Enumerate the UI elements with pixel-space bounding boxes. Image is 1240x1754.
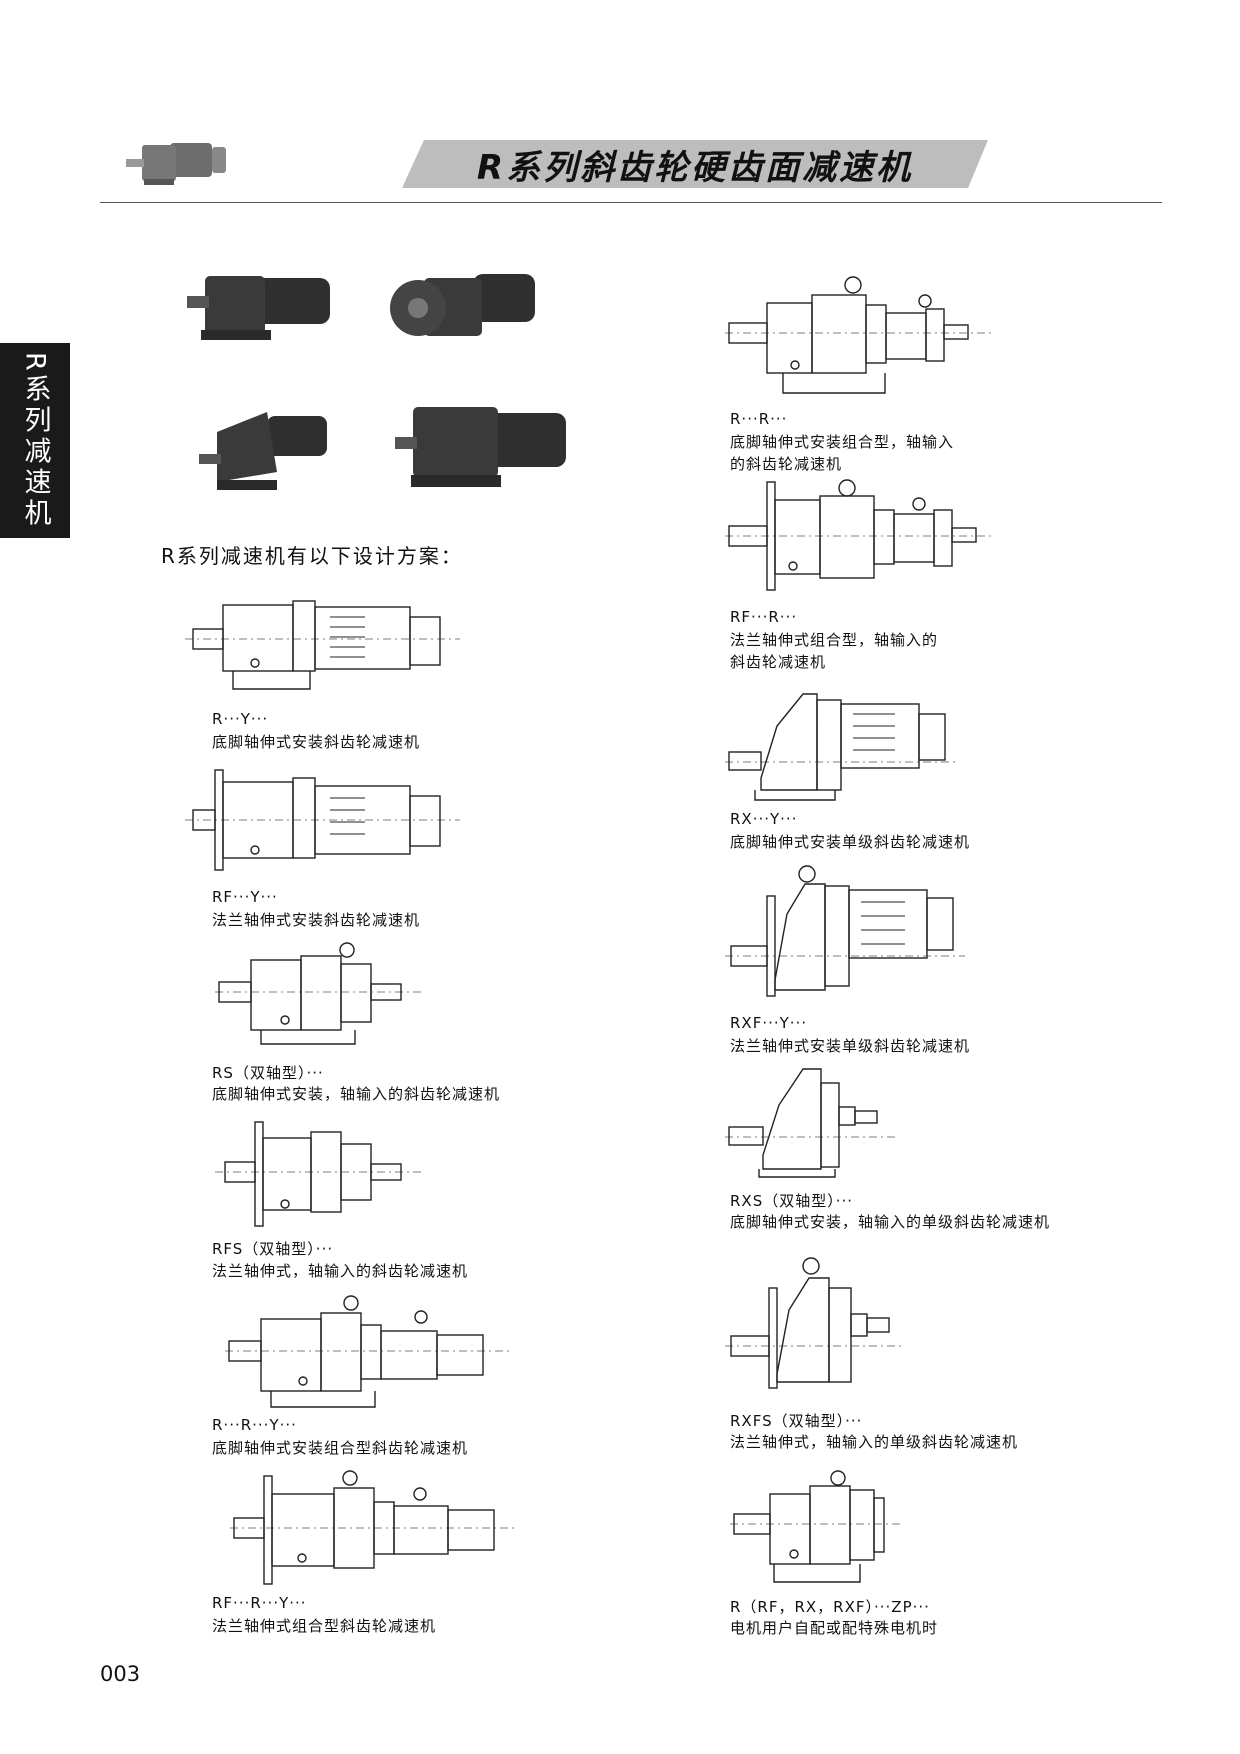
item-code: RXS（双轴型）···	[730, 1192, 854, 1210]
drawing-rfs	[215, 1121, 425, 1227]
item-desc: 斜齿轮减速机	[730, 653, 827, 671]
side-section-tab: R系列减速机	[0, 343, 70, 538]
gear-reducer-icon	[126, 143, 226, 185]
header-divider	[100, 202, 1162, 203]
item-desc: 底脚轴伸式安装单级斜齿轮减速机	[730, 833, 971, 851]
drawing-rxs	[725, 1068, 895, 1178]
item-code: RF···R···	[730, 608, 798, 626]
item-desc: 底脚轴伸式安装，轴输入的斜齿轮减速机	[212, 1085, 501, 1103]
drawing-rf-r	[725, 479, 995, 591]
drawing-r-r	[725, 276, 995, 394]
drawing-rf-y	[185, 769, 460, 871]
item-desc: 法兰轴伸式安装单级斜齿轮减速机	[730, 1037, 971, 1055]
drawing-r-r-y	[225, 1295, 510, 1408]
item-code: R···R···	[730, 410, 788, 428]
item-desc: 法兰轴伸式安装斜齿轮减速机	[212, 911, 421, 929]
drawing-rs	[215, 942, 425, 1045]
item-code: RFS（双轴型）···	[212, 1240, 334, 1258]
item-code: RF···Y···	[212, 888, 278, 906]
drawing-r-y	[185, 600, 460, 690]
product-photo-1	[187, 276, 330, 340]
product-photo-3	[199, 412, 327, 490]
item-code: RXF···Y···	[730, 1014, 808, 1032]
item-desc: 的斜齿轮减速机	[730, 455, 843, 473]
item-desc: 法兰轴伸式，轴输入的斜齿轮减速机	[212, 1262, 469, 1280]
item-desc: 底脚轴伸式安装组合型斜齿轮减速机	[212, 1439, 469, 1457]
item-code: R（RF，RX，RXF）···ZP···	[730, 1598, 930, 1616]
drawing-rx-y	[725, 693, 955, 801]
item-desc: 法兰轴伸式，轴输入的单级斜齿轮减速机	[730, 1433, 1019, 1451]
item-desc: 电机用户自配或配特殊电机时	[730, 1619, 939, 1637]
drawing-rxfs	[725, 1257, 905, 1389]
item-code: RS（双轴型）···	[212, 1064, 324, 1082]
intro-text: R系列减速机有以下设计方案：	[161, 544, 463, 568]
item-desc: 底脚轴伸式安装，轴输入的单级斜齿轮减速机	[730, 1213, 1051, 1231]
item-desc: 法兰轴伸式组合型，轴输入的	[730, 631, 939, 649]
item-code: R···R···Y···	[212, 1416, 297, 1434]
drawing-rxf-y	[725, 865, 965, 997]
item-code: RXFS（双轴型）···	[730, 1412, 863, 1430]
page-title-tab: R系列斜齿轮硬齿面减速机	[400, 138, 990, 190]
page-number: 003	[100, 1662, 141, 1686]
page-title: R系列斜齿轮硬齿面减速机	[476, 147, 914, 188]
item-desc: 法兰轴伸式组合型斜齿轮减速机	[212, 1617, 437, 1635]
item-desc: 底脚轴伸式安装组合型，轴输入	[730, 433, 955, 451]
item-code: RF···R···Y···	[212, 1594, 307, 1612]
side-tab-label: R系列减速机	[19, 351, 51, 530]
drawing-r-zp	[730, 1470, 900, 1583]
item-code: RX···Y···	[730, 810, 798, 828]
drawing-rf-r-y	[230, 1470, 515, 1585]
product-photo-2	[390, 274, 535, 336]
item-code: R···Y···	[212, 710, 269, 728]
item-desc: 底脚轴伸式安装斜齿轮减速机	[212, 733, 421, 751]
product-photo-4	[395, 407, 566, 487]
